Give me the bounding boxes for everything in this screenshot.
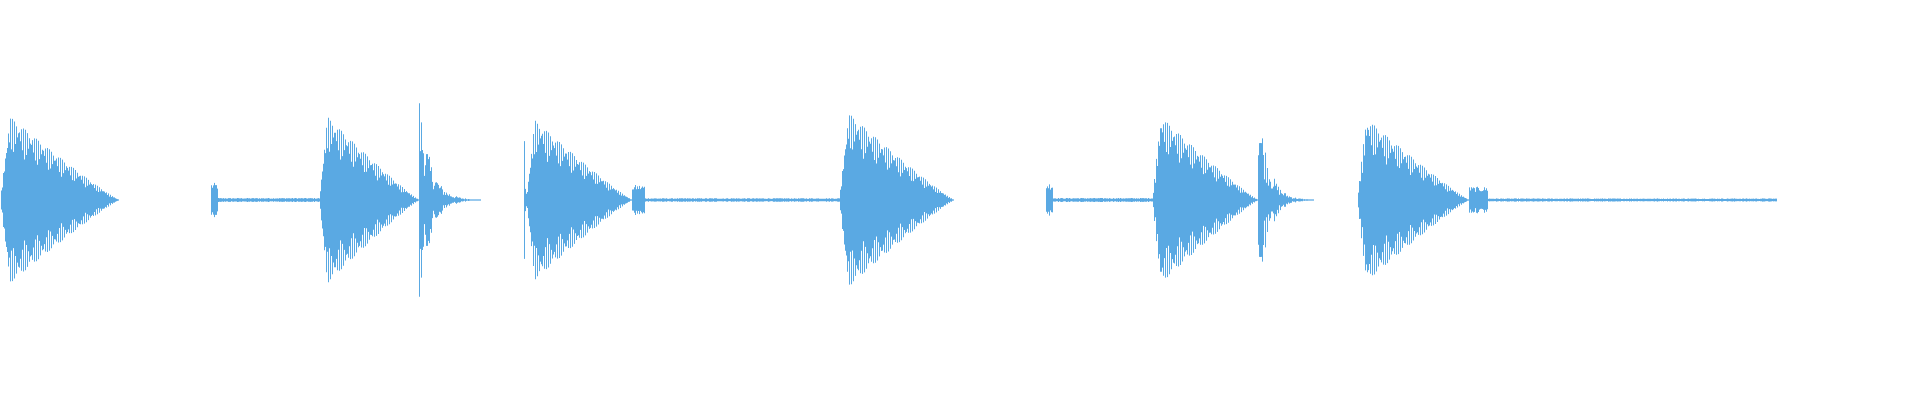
waveform-trace: [1, 103, 1777, 297]
waveform-trace-group: [1, 103, 1777, 297]
